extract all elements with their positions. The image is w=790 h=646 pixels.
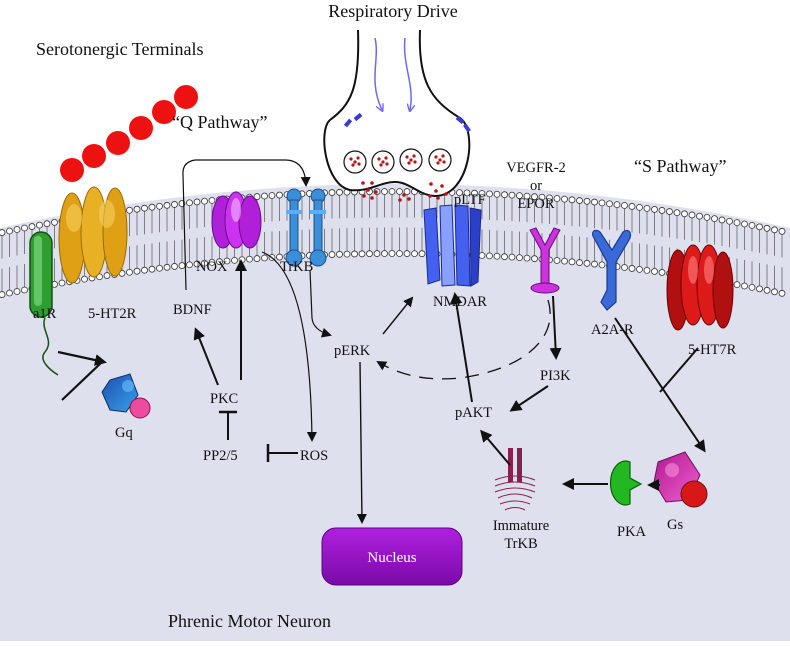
pltf-label: pLTF xyxy=(454,192,486,208)
s-pathway-label: “S Pathway” xyxy=(634,156,726,176)
ht7r-to-gs-line xyxy=(659,347,699,393)
serotonin-bead xyxy=(106,131,130,155)
phrenic-motor-neuron-label: Phrenic Motor Neuron xyxy=(168,611,331,631)
pakt-label: pAKT xyxy=(455,405,492,421)
nmdar-label: NMDAR xyxy=(433,294,487,310)
synaptic-vesicles xyxy=(343,148,452,174)
5ht2r-label: 5-HT2R xyxy=(88,306,137,322)
serotonergic-terminals-label: Serotonergic Terminals xyxy=(36,39,204,59)
serotonin-bead xyxy=(60,158,84,182)
ros-label: ROS xyxy=(300,448,328,464)
vegfr2-epor-receptor xyxy=(529,227,561,294)
nucleus-box xyxy=(321,527,463,586)
trkb-receptor xyxy=(285,188,327,267)
bdnf-to-trkb-arrow xyxy=(182,159,311,291)
crosstalk-dashed-arrow xyxy=(376,299,551,380)
a2ar-to-gs-arrow xyxy=(614,317,706,453)
nmdar-channel xyxy=(423,204,482,287)
respiratory-drive-terminal xyxy=(323,29,471,202)
perk-to-nucleus-arrow xyxy=(356,361,367,524)
neuron-cytoplasm xyxy=(0,184,790,641)
serotonergic-bead-chain xyxy=(60,85,198,182)
nox-enzyme xyxy=(211,191,262,249)
pka-enzyme xyxy=(609,460,643,506)
epor-label: EPOR xyxy=(517,196,554,212)
gs-protein xyxy=(653,451,708,508)
pka-label: PKA xyxy=(617,524,647,540)
q-pathway-label: “Q Pathway” xyxy=(172,112,267,132)
pakt-to-nmdar-arrow xyxy=(450,292,473,403)
serotonin-bead xyxy=(82,144,106,168)
nucleus-label: Nucleus xyxy=(367,550,416,566)
gq-protein xyxy=(101,373,151,419)
pi3k-label: PI3K xyxy=(540,368,571,384)
trkb-label: TrKB xyxy=(280,259,313,275)
bdnf-label: BDNF xyxy=(173,302,212,318)
perk-label: pERK xyxy=(334,343,371,359)
vegfr2-label: VEGFR-2 xyxy=(506,160,566,176)
ht2r-to-gq-line xyxy=(61,361,103,401)
a2ar-label: A2A-R xyxy=(591,322,634,338)
serotonin-bead xyxy=(129,116,153,140)
5ht7r-receptor xyxy=(666,244,734,331)
nox-to-ros-arrow xyxy=(261,251,317,442)
serotonin-bead xyxy=(174,85,198,109)
vegfr-to-pi3k-arrow xyxy=(549,295,562,360)
drive-arrow-left xyxy=(374,37,382,110)
a1r-label: a1R xyxy=(33,306,57,322)
gq-label: Gq xyxy=(115,425,133,441)
or-label: or xyxy=(530,178,542,194)
a1r-receptor xyxy=(29,231,59,376)
immature-trkb-label: TrKB xyxy=(504,536,537,552)
pi3k-to-pakt-arrow xyxy=(509,385,549,412)
perk-to-nmdar-arrow xyxy=(382,296,414,335)
a2ar-receptor xyxy=(591,229,632,311)
immature-trkb xyxy=(494,448,536,511)
nox-label: NOX xyxy=(196,259,228,275)
5ht7r-label: 5-HT7R xyxy=(688,342,737,358)
immature-trkb-to-pakt-arrow xyxy=(480,429,511,466)
pkc-to-bdnf-arrow xyxy=(193,327,219,386)
immature-label: Immature xyxy=(493,518,549,534)
gs-label: Gs xyxy=(667,517,683,533)
drive-arrow-right xyxy=(403,37,412,110)
respiratory-drive-label: Respiratory Drive xyxy=(328,1,457,21)
trkb-to-perk-arrow xyxy=(309,269,332,338)
pkc-label: PKC xyxy=(210,391,238,407)
5ht2r-receptor xyxy=(58,186,128,284)
released-transmitter-dots xyxy=(361,181,448,202)
serotonin-bead xyxy=(152,100,176,124)
pp25-label: PP2/5 xyxy=(203,448,238,464)
a1r-to-gq-arrow xyxy=(57,350,107,366)
